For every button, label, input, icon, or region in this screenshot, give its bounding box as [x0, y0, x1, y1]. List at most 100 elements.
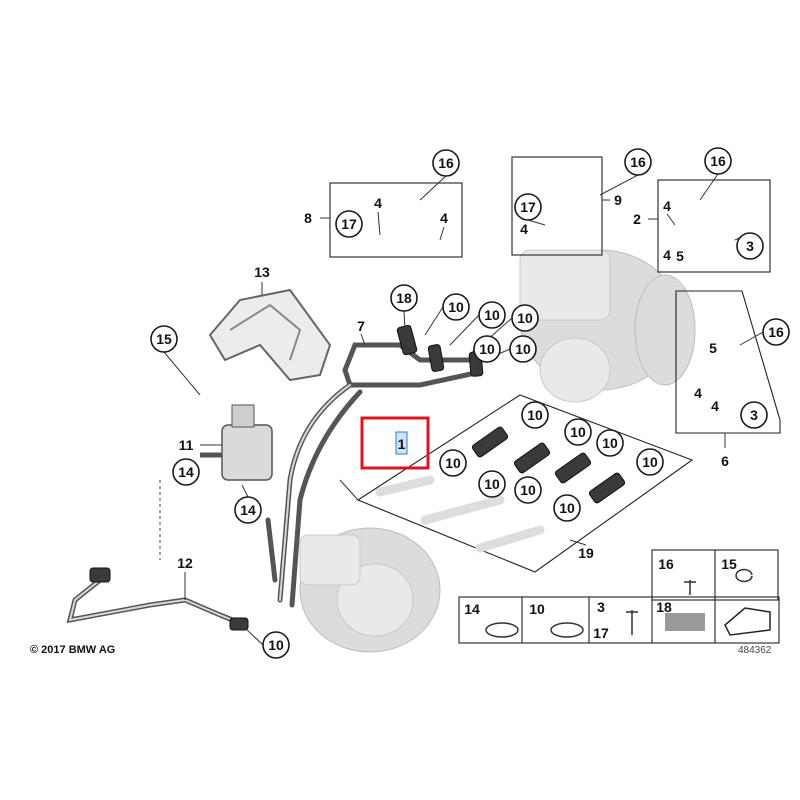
callout-10: 10 [439, 449, 467, 477]
leader-line [439, 226, 445, 241]
copyright-text: © 2017 BMW AG [30, 644, 116, 656]
callout-9: 9 [614, 192, 622, 208]
svg-text:10: 10 [448, 299, 464, 315]
callout-7: 7 [357, 318, 365, 334]
svg-text:4: 4 [440, 210, 448, 226]
svg-text:10: 10 [642, 454, 658, 470]
svg-text:10: 10 [529, 601, 545, 617]
svg-text:10: 10 [268, 637, 284, 653]
bracket-part [208, 288, 332, 382]
coolant-pipes [265, 324, 484, 608]
callout-2: 2 [633, 211, 641, 227]
leader-line [699, 173, 719, 201]
callout-4: 4 [711, 398, 719, 414]
svg-text:10: 10 [527, 407, 543, 423]
svg-text:6: 6 [721, 453, 729, 469]
svg-text:14: 14 [240, 502, 256, 518]
callout-10: 10 [553, 494, 581, 522]
svg-text:10: 10 [484, 307, 500, 323]
callout-13: 13 [254, 264, 270, 280]
svg-text:10: 10 [484, 476, 500, 492]
callout-10: 10 [442, 293, 470, 321]
svg-text:5: 5 [676, 248, 684, 264]
svg-text:4: 4 [694, 385, 702, 401]
callout-16: 16 [432, 149, 460, 177]
callout-5: 5 [676, 248, 684, 264]
callout-16: 16 [704, 147, 732, 175]
svg-text:10: 10 [559, 500, 575, 516]
leader-line [666, 213, 676, 226]
leader-line [424, 306, 444, 336]
svg-text:10: 10 [515, 341, 531, 357]
callout-10: 10 [564, 418, 592, 446]
water-pump-ghost [299, 527, 441, 653]
callout-12: 12 [177, 555, 193, 571]
callout-3: 3 [740, 401, 768, 429]
svg-text:15: 15 [721, 556, 737, 572]
callout-11: 11 [179, 437, 194, 453]
svg-text:16: 16 [710, 153, 726, 169]
highlighted-part-marker[interactable]: 1 [360, 416, 430, 470]
svg-text:17: 17 [341, 216, 357, 232]
callout-10: 10 [514, 476, 542, 504]
hose-set [375, 426, 626, 553]
callout-10: 10 [596, 429, 624, 457]
callout-10: 10 [509, 335, 537, 363]
callout-4: 4 [374, 195, 382, 211]
auxiliary-pump-part [200, 404, 273, 481]
svg-text:10: 10 [445, 455, 461, 471]
highlighted-part-label: 1 [398, 436, 406, 452]
leader-line [244, 627, 264, 646]
svg-text:4: 4 [663, 198, 671, 214]
legend-grid [458, 549, 780, 644]
callout-4: 4 [663, 198, 671, 214]
svg-text:13: 13 [254, 264, 270, 280]
svg-text:10: 10 [479, 341, 495, 357]
svg-text:3: 3 [750, 407, 758, 423]
callout-10: 10 [478, 470, 506, 498]
svg-text:3: 3 [746, 238, 754, 254]
callout-3: 3 [597, 599, 605, 615]
callout-10: 10 [521, 401, 549, 429]
svg-text:12: 12 [177, 555, 193, 571]
svg-text:3: 3 [597, 599, 605, 615]
svg-text:16: 16 [658, 556, 674, 572]
callout-10: 10 [529, 601, 545, 617]
callout-16: 16 [658, 556, 674, 572]
svg-text:7: 7 [357, 318, 365, 334]
svg-text:4: 4 [374, 195, 382, 211]
callout-18: 18 [656, 599, 672, 615]
callout-14: 14 [464, 601, 480, 617]
leader-line [360, 333, 366, 346]
leader-line [163, 351, 201, 396]
leader-line [449, 314, 480, 346]
svg-text:4: 4 [520, 221, 528, 237]
callout-10: 10 [473, 335, 501, 363]
callout-10: 10 [511, 304, 539, 332]
leader-line [339, 479, 359, 501]
callout-4: 4 [520, 221, 528, 237]
svg-text:15: 15 [156, 331, 172, 347]
turbocharger-ghost [519, 249, 696, 403]
svg-text:10: 10 [517, 310, 533, 326]
svg-text:14: 14 [464, 601, 480, 617]
svg-text:16: 16 [630, 154, 646, 170]
callout-3: 3 [736, 232, 764, 260]
svg-text:10: 10 [520, 482, 536, 498]
lower-hose [66, 480, 249, 631]
svg-text:10: 10 [602, 435, 618, 451]
svg-text:17: 17 [520, 199, 536, 215]
svg-text:5: 5 [709, 340, 717, 356]
callout-10: 10 [478, 301, 506, 329]
callout-5: 5 [709, 340, 717, 356]
callout-8: 8 [304, 210, 312, 226]
leader-line [403, 310, 406, 331]
svg-text:9: 9 [614, 192, 622, 208]
callout-14: 14 [234, 496, 262, 524]
callout-4: 4 [694, 385, 702, 401]
callout-14: 14 [172, 458, 200, 486]
diagram-number: 484362 [738, 645, 772, 656]
callout-4: 4 [663, 247, 671, 263]
callout-18: 18 [390, 284, 418, 312]
